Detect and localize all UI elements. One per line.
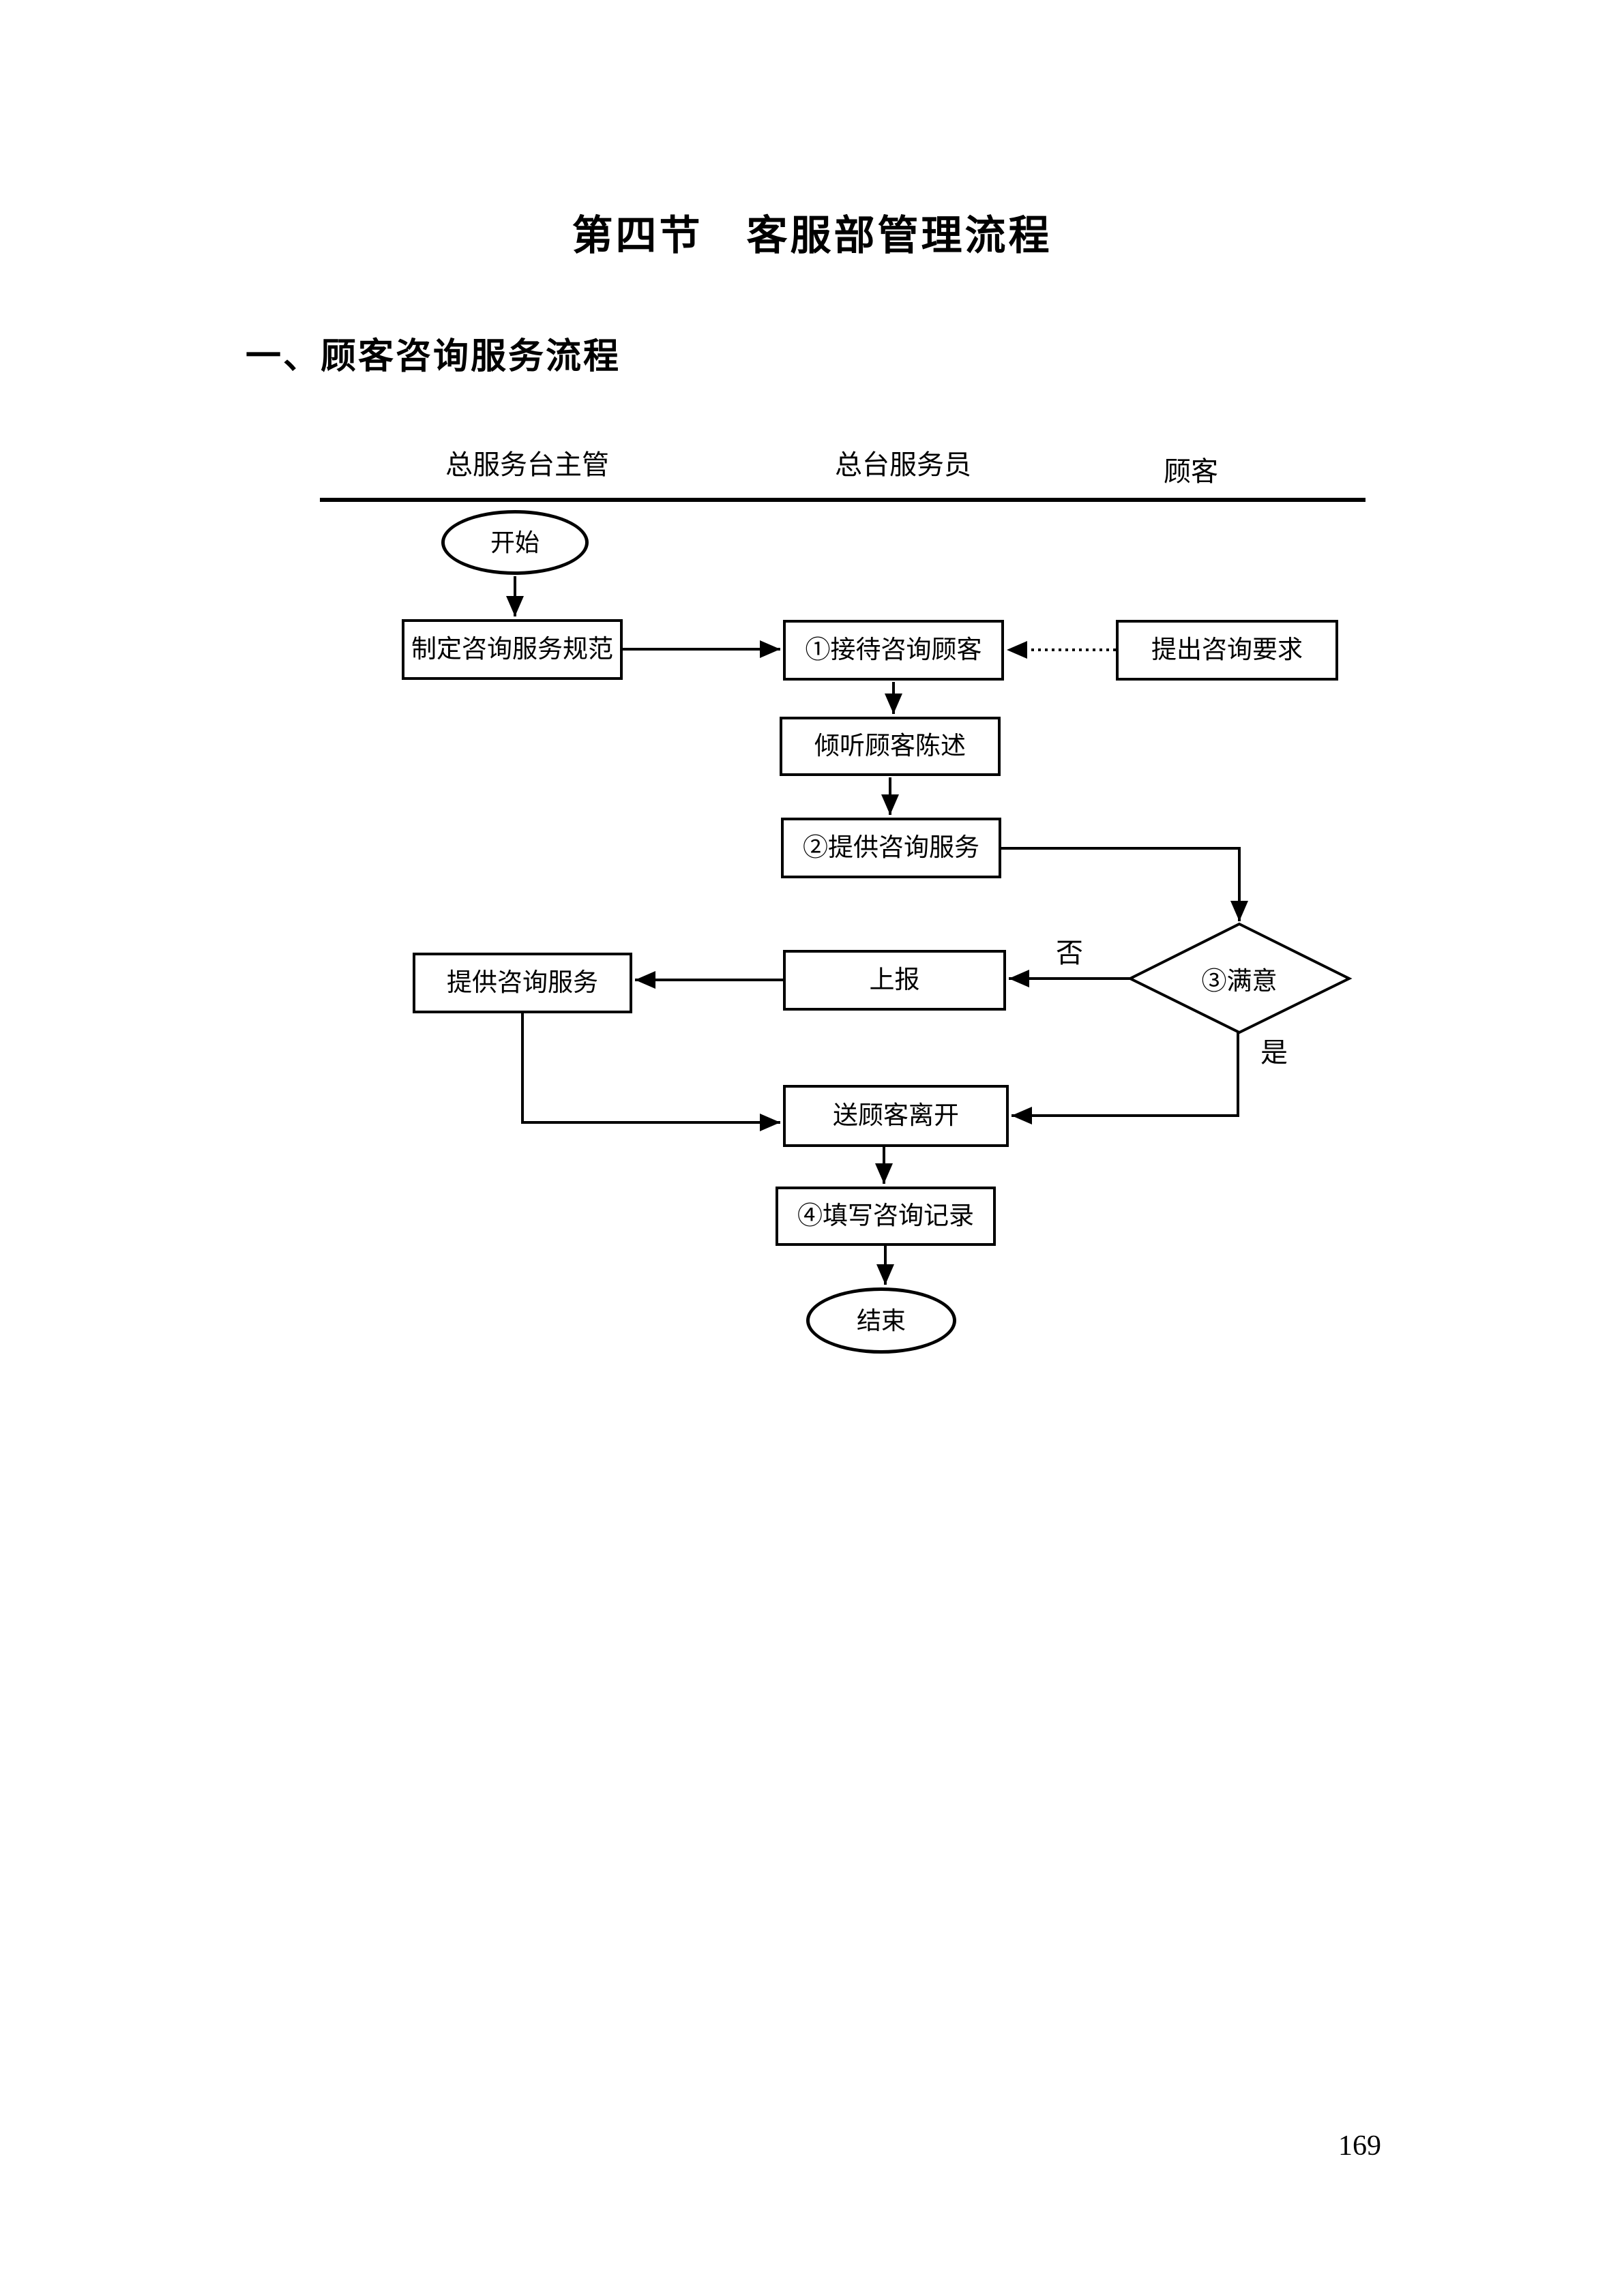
flow-node-define-standard: 制定咨询服务规范 — [402, 619, 623, 680]
lane-header-front-desk-attendant: 总台服务员 — [835, 449, 971, 480]
flow-node-report: 上报 — [783, 950, 1006, 1011]
page-number: 169 — [1338, 2130, 1381, 2162]
page-title: 第四节 客服部管理流程 — [572, 213, 1052, 258]
flow-node-end: 结束 — [806, 1287, 956, 1354]
flow-node-provide-service-supervisor: 提供咨询服务 — [413, 953, 632, 1013]
edge-decision-yes-to-seeoff — [1012, 1032, 1239, 1124]
edge-label-no: 否 — [1056, 938, 1083, 968]
edge-provide-to-decision — [1001, 847, 1248, 921]
flow-node-receive-customer: ①接待咨询顾客 — [783, 620, 1004, 681]
flow-node-propose-request: 提出咨询要求 — [1116, 620, 1338, 681]
flow-node-provide-service: ②提供咨询服务 — [781, 818, 1001, 878]
section-heading: 一、顾客咨询服务流程 — [246, 337, 621, 376]
flow-node-see-customer-off: 送顾客离开 — [783, 1085, 1009, 1147]
edge-provide2-to-seeoff — [521, 1013, 780, 1131]
flow-node-fill-record: ④填写咨询记录 — [776, 1187, 996, 1246]
flow-node-decision-satisfied: ③满意 — [1201, 968, 1278, 996]
lane-divider-line — [320, 498, 1365, 502]
lane-header-front-desk-supervisor: 总服务台主管 — [445, 449, 609, 480]
flow-node-start: 开始 — [441, 510, 589, 575]
flow-node-listen-statement: 倾听顾客陈述 — [780, 717, 1001, 776]
edge-label-yes: 是 — [1260, 1037, 1288, 1068]
lane-header-customer: 顾客 — [1164, 456, 1218, 487]
